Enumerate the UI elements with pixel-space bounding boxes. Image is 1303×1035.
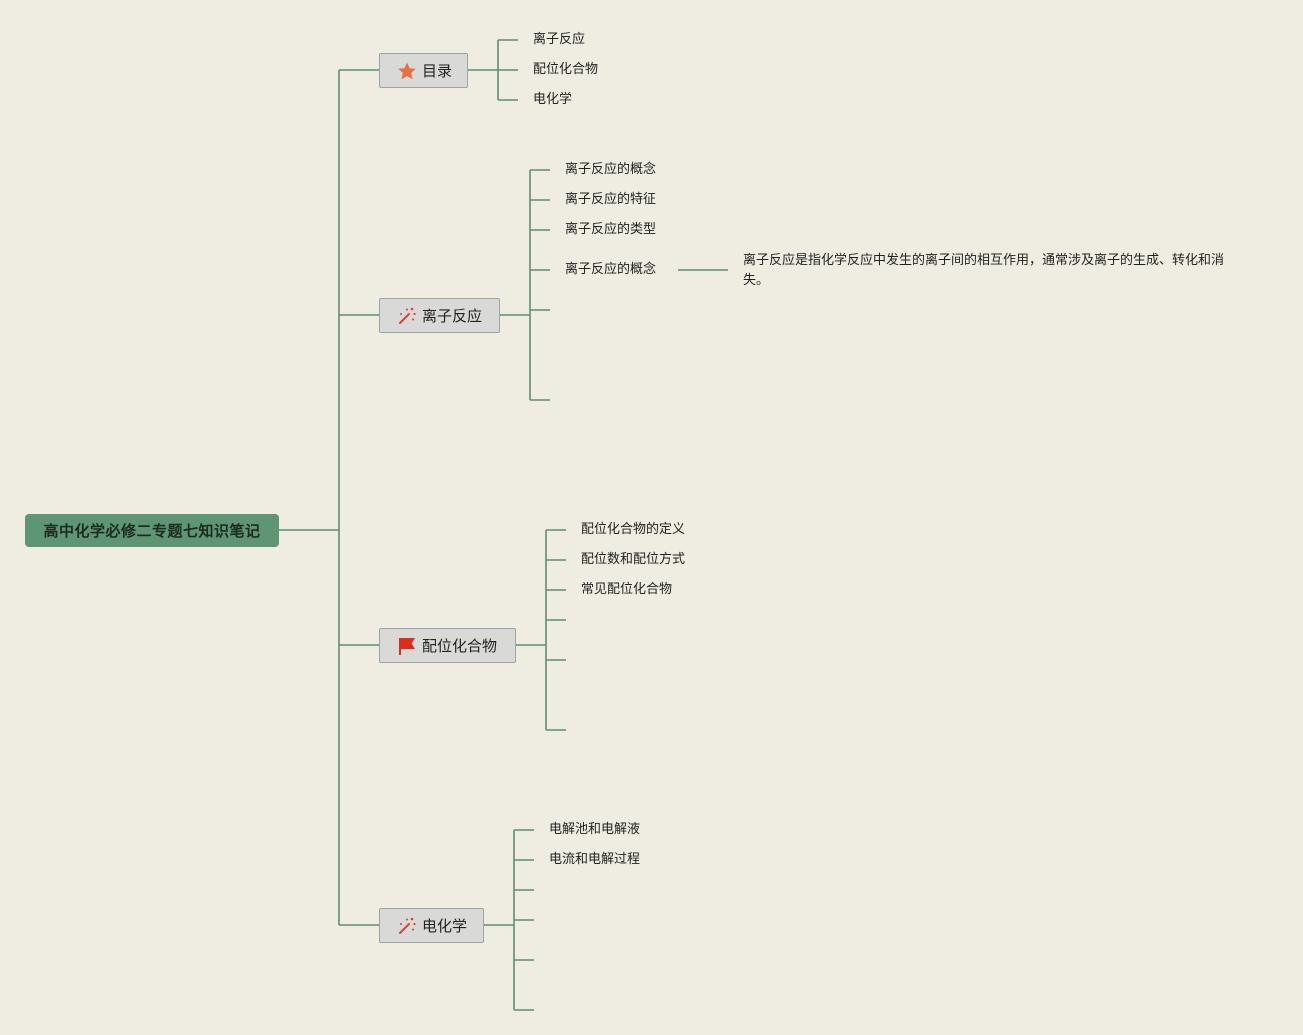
flag-icon [397, 636, 417, 656]
electrochemistry-item[interactable]: 电解池和电解液 [549, 822, 641, 837]
magic-wand-icon [397, 306, 417, 326]
ion-reaction-item[interactable]: 离子反应的概念 [565, 162, 657, 177]
branch-toc-label: 目录 [422, 62, 453, 80]
toc-item[interactable]: 离子反应 [533, 32, 586, 47]
branch-coordination-compounds[interactable]: 配位化合物 [379, 628, 516, 663]
ion-reaction-item[interactable]: 离子反应的类型 [565, 222, 657, 237]
magic-wand-icon [397, 916, 417, 936]
root-topic-label: 高中化学必修二专题七知识笔记 [43, 522, 261, 540]
coordination-item[interactable]: 配位数和配位方式 [581, 552, 686, 567]
coordination-item[interactable]: 配位化合物的定义 [581, 522, 686, 537]
toc-item[interactable]: 电化学 [533, 92, 573, 107]
branch-ion-reaction-label: 离子反应 [422, 307, 483, 325]
ion-reaction-item[interactable]: 离子反应的概念 [565, 262, 657, 277]
coordination-item[interactable]: 常见配位化合物 [581, 582, 673, 597]
ion-reaction-item[interactable]: 离子反应的特征 [565, 192, 657, 207]
branch-toc[interactable]: 目录 [379, 53, 468, 88]
branch-electrochemistry-label: 电化学 [422, 917, 468, 935]
toc-item[interactable]: 配位化合物 [533, 62, 599, 77]
root-topic[interactable]: 高中化学必修二专题七知识笔记 [25, 514, 279, 547]
electrochemistry-item[interactable]: 电流和电解过程 [549, 852, 641, 867]
branch-electrochemistry[interactable]: 电化学 [379, 908, 484, 943]
star-icon [397, 61, 417, 81]
ion-reaction-concept-note[interactable]: 离子反应是指化学反应中发生的离子间的相互作用，通常涉及离子的生成、转化和消失。 [743, 253, 1225, 288]
branch-coordination-compounds-label: 配位化合物 [422, 637, 498, 655]
branch-ion-reaction[interactable]: 离子反应 [379, 298, 500, 333]
